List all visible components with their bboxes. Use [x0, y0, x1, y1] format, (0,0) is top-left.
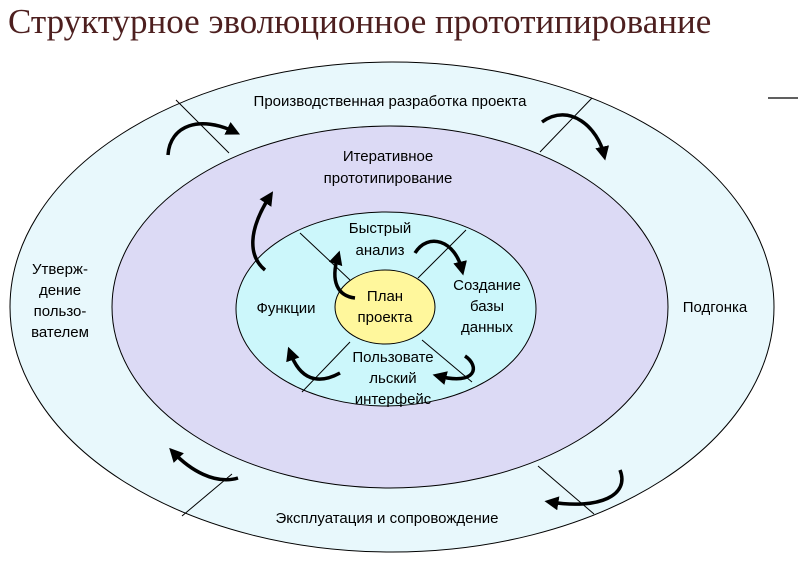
inner-label-right-line: базы [470, 298, 504, 315]
outer-label-bottom: Эксплуатация и сопровождение [275, 510, 498, 527]
divider-line [299, 232, 351, 281]
curved-arrow-icon [540, 113, 610, 161]
inner-label-bottom-line: интерфейс [355, 391, 432, 408]
outer-label-left: Утверж- дение пользо- вателем [31, 261, 89, 341]
curved-arrow-icon [251, 191, 274, 272]
divider-line [417, 229, 467, 279]
outer-label-right: Подгонка [683, 299, 748, 316]
inner-label-top-line: Быстрый [349, 220, 412, 237]
outer-label-top: Производственная разработка проекта [254, 93, 528, 110]
divider-line [537, 465, 595, 515]
inner-label-top: Быстрый анализ [349, 220, 412, 259]
inner-label-right-line: данных [461, 319, 513, 336]
center-node [334, 269, 436, 345]
inner-label-right-line: Создание [453, 277, 521, 294]
curved-arrow-icon [169, 447, 239, 482]
center-label: План проекта [358, 288, 414, 326]
page-title: Структурное эволюционное прототипировани… [8, 2, 712, 41]
curved-arrow-icon [286, 346, 341, 381]
curved-arrow-icon [544, 469, 624, 511]
curved-arrow-icon [432, 354, 476, 385]
middle-label-line: Итеративное [343, 148, 433, 165]
inner-label-left: Функции [256, 300, 315, 317]
middle-label: Итеративное прототипирование [324, 148, 453, 187]
curved-arrow-icon [328, 250, 356, 300]
outer-label-left-line: пользо- [34, 303, 87, 320]
inner-label-top-line: анализ [356, 242, 405, 259]
divider-line [301, 341, 351, 393]
inner-label-bottom-line: льский [369, 370, 416, 387]
inner-label-bottom: Пользовате льский интерфейс [352, 349, 433, 408]
outer-label-left-line: Утверж- [32, 261, 88, 278]
middle-label-line: прототипирование [324, 170, 453, 187]
divider-line [539, 97, 593, 153]
divider-line [421, 339, 473, 383]
inner-label-bottom-line: Пользовате [352, 349, 433, 366]
curved-arrow-icon [166, 122, 241, 156]
center-label-line: План [367, 288, 403, 305]
outer-label-left-line: вателем [31, 324, 89, 341]
divider-line [175, 99, 230, 154]
outer-label-left-line: дение [39, 282, 81, 299]
curved-arrow-icon [413, 239, 467, 276]
center-label-line: проекта [358, 309, 414, 326]
inner-label-right: Создание базы данных [453, 277, 521, 336]
